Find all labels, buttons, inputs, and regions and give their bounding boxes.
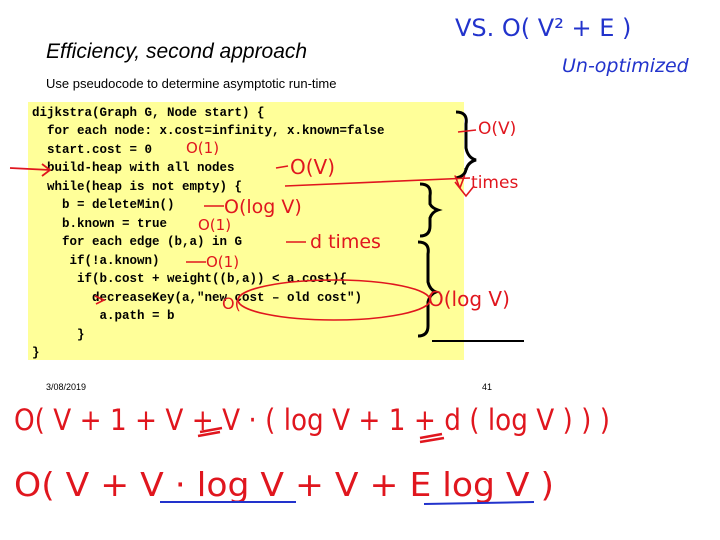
annotation-known-true: O(1) (198, 216, 231, 234)
annotation-for-each-node: O(V) (478, 119, 516, 139)
annotation-decrease-key: O(log V) (428, 287, 510, 311)
scribble-1 (197, 426, 223, 438)
code-line: if(b.cost + weight((b,a)) < a.cost){ (32, 272, 348, 286)
annotation-delete-min: O(log V) (224, 196, 302, 218)
annotation-if-known: O(1) (206, 253, 239, 271)
annotation-unoptimized: Un-optimized (562, 55, 690, 77)
annotation-for-each-edge: d times (310, 231, 381, 253)
code-line: decreaseKey(a,"new cost – old cost") (32, 291, 363, 305)
arrow-for-each-node (457, 129, 477, 133)
code-line: while(heap is not empty) { (32, 180, 243, 194)
code-line: b.known = true (32, 217, 168, 231)
arrow-build-heap-right (275, 165, 289, 169)
slide-date: 3/08/2019 (46, 382, 87, 392)
code-line: if(!a.known) (32, 254, 160, 268)
slide-subtitle: Use pseudocode to determine asymptotic r… (46, 76, 337, 91)
code-line: dijkstra(Graph G, Node start) { (32, 106, 265, 120)
annotation-vs: VS. O( V² + E ) (455, 14, 631, 42)
code-line: build-heap with all nodes (32, 161, 235, 175)
code-line: start.cost = 0 (32, 143, 153, 157)
brace-init (455, 110, 477, 180)
annotation-decrease-key-mark: O( (222, 294, 241, 313)
code-line: } (32, 328, 85, 342)
code-line: for each node: x.cost=infinity, x.known=… (32, 124, 385, 138)
code-line: } (32, 346, 40, 360)
code-block: dijkstra(Graph G, Node start) { for each… (28, 102, 464, 360)
annotation-while-loop: V times (454, 173, 518, 193)
annotation-start-cost: O(1) (186, 139, 219, 157)
page-number: 41 (482, 382, 493, 392)
arrow-decrease-key (94, 295, 106, 305)
arrow-build-heap (9, 163, 52, 177)
decrease-key-circle (237, 279, 431, 321)
code-line: b = deleteMin() (32, 198, 175, 212)
scribble-2 (419, 432, 445, 444)
underline-e-log-v (423, 501, 535, 505)
code-line: for each edge (b,a) in G (32, 235, 243, 249)
sum-line-1: O( V + 1 + V + V · ( log V + 1 + d ( log… (14, 403, 610, 437)
arrow-while (284, 177, 475, 198)
brace-for-edge (417, 240, 441, 338)
code-line: a.path = b (32, 309, 175, 323)
sum-line-2: O( V + V · log V + V + E log V ) (14, 465, 554, 504)
slide-title: Efficiency, second approach (46, 40, 308, 63)
annotation-build-heap: O(V) (290, 155, 335, 179)
brace-while (419, 182, 443, 238)
